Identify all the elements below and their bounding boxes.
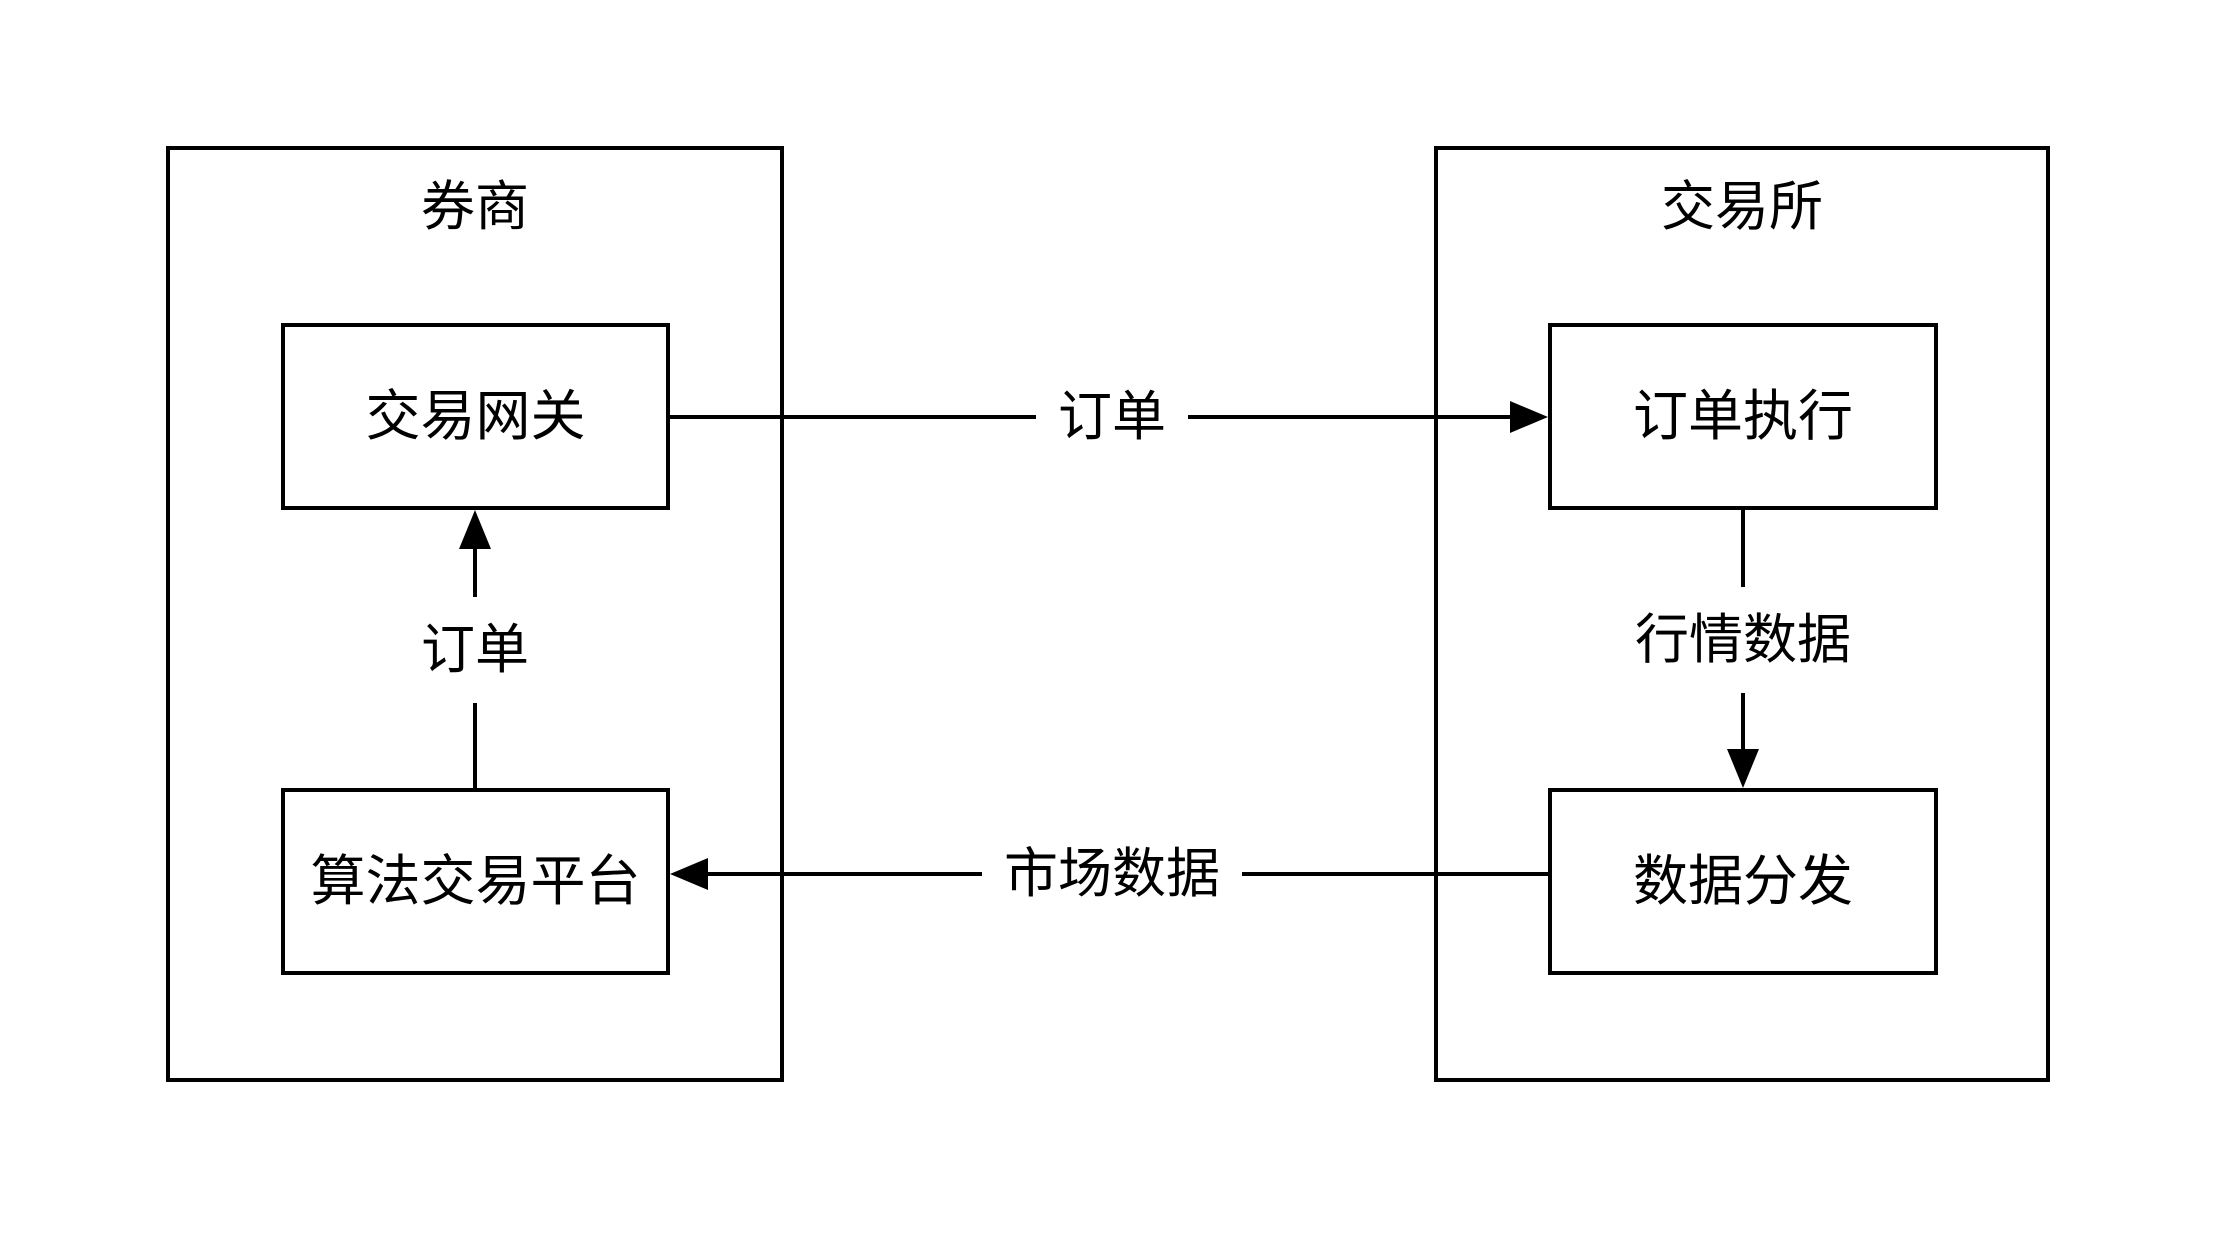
container-broker-title: 券商 [421, 177, 529, 237]
node-data-distribution: 数据分发 [1548, 788, 1938, 975]
edge-label-quote-down: 行情数据 [1621, 587, 1865, 693]
node-data-distribution-label: 数据分发 [1632, 850, 1853, 912]
edge-label-order-up: 订单 [407, 597, 543, 703]
arrowhead-down-icon [1727, 749, 1759, 788]
arrowhead-right-icon [1510, 401, 1548, 433]
edge-label-market-left: 市场数据 [982, 841, 1242, 907]
container-broker: 券商 [166, 146, 784, 1082]
node-algo-trading-platform-label: 算法交易平台 [310, 850, 641, 912]
node-trading-gateway: 交易网关 [281, 323, 670, 510]
node-trading-gateway-label: 交易网关 [365, 385, 586, 447]
arrowhead-left-icon [670, 858, 708, 890]
container-exchange-title: 交易所 [1661, 177, 1823, 237]
arrowhead-up-icon [459, 510, 491, 549]
node-algo-trading-platform: 算法交易平台 [281, 788, 670, 975]
edge-label-order-right: 订单 [1036, 384, 1188, 450]
node-order-execution: 订单执行 [1548, 323, 1938, 510]
node-order-execution-label: 订单执行 [1632, 385, 1853, 447]
container-exchange: 交易所 [1434, 146, 2050, 1082]
